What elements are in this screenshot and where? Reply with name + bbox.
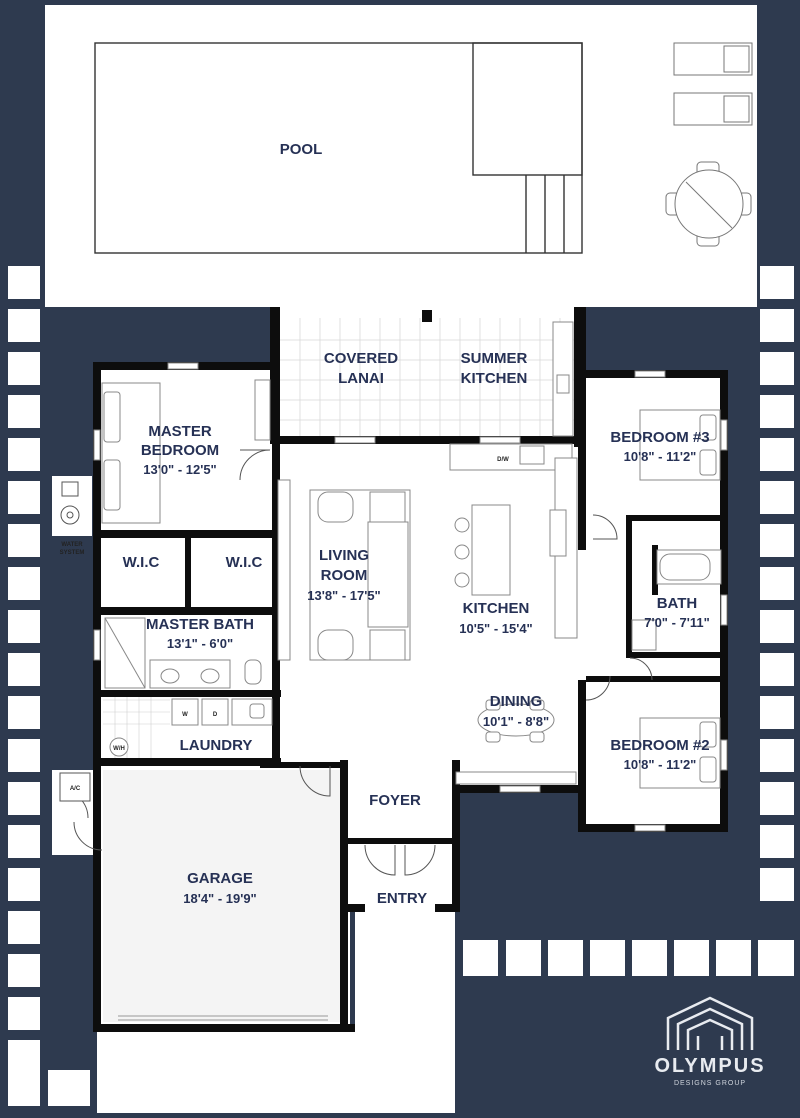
garage-dims: 18'4" - 19'9" [183,891,256,906]
lounge-chairs [673,42,753,126]
master-bedroom-dims: 13'0" - 12'5" [143,462,216,477]
windows [93,362,728,832]
summer-kitchen-sink [556,374,570,394]
ac-unit-icon [59,772,91,802]
summer-kitchen-label-line1: SUMMER [461,350,528,367]
master-bed [101,379,271,524]
summer-kitchen-label-line2: KITCHEN [461,370,528,387]
bedroom3-dims: 10'8" - 11'2" [624,449,697,464]
dishwasher-label: D/W [497,457,509,463]
washer-label: W [182,712,188,718]
bedroom3-bed [639,409,721,481]
logo-mark-icon [666,996,754,1050]
dryer-label: D [213,712,218,718]
logo-tagline: DESIGNS GROUP [674,1080,746,1087]
master-bath-fixtures [104,617,262,689]
lanai-tiles [280,318,580,438]
pool-deck [45,5,757,307]
water-system-label-line1: WATER [61,542,83,548]
logo-name: OLYMPUS [654,1055,765,1077]
water-system-label-line2: SYSTEM [60,550,85,556]
master-bedroom-label-line2: BEDROOM [141,442,219,459]
bath-dims: 7'0" - 7'11" [644,615,710,630]
kitchen-label: KITCHEN [463,600,530,617]
master-bedroom-label-line1: MASTER [148,423,212,440]
kitchen-fixtures [449,443,578,639]
living-room-label-line1: LIVING [319,547,369,564]
living-room-dims: 13'8" - 17'5" [307,588,380,603]
living-room-furniture [277,479,411,661]
bedroom2-label: BEDROOM #2 [610,737,709,754]
master-bath-dims: 13'1" - 6'0" [167,636,233,651]
patio-table [665,161,752,247]
pool-label: POOL [280,141,323,158]
master-bath-label: MASTER BATH [146,616,254,633]
wic-right-label: W.I.C [226,554,263,571]
bedroom2-dims: 10'8" - 11'2" [624,757,697,772]
bedroom2-bed [639,717,721,789]
laundry-label: LAUNDRY [180,737,253,754]
foyer-label: FOYER [369,792,421,809]
olympus-logo: OLYMPUS DESIGNS GROUP [654,996,765,1087]
paver-squares-bottom [463,940,794,976]
water-system-icon [60,481,80,525]
garage-door [118,1015,328,1021]
lanai-label-line1: COVERED [324,350,398,367]
ac-label: A/C [70,786,81,792]
laundry-fixtures [109,698,273,757]
bath-fixtures [631,549,722,651]
front-walk [355,910,455,1113]
doors [59,449,653,876]
dining-dims: 10'1" - 8'8" [483,714,549,729]
wic-left-label: W.I.C [123,554,160,571]
lanai-label-line2: LANAI [338,370,384,387]
pool [94,42,583,254]
entry-label: ENTRY [377,890,427,907]
bedroom3-label: BEDROOM #3 [610,429,709,446]
bath-label: BATH [657,595,698,612]
garage-label: GARAGE [187,870,253,887]
buffet-counter [455,771,577,785]
paver-squares-left [8,266,90,1106]
paver-squares-right [760,266,794,901]
living-room-label-line2: ROOM [321,567,368,584]
dining-table [477,699,555,743]
water-heater-label: W/H [113,746,125,752]
kitchen-dims: 10'5" - 15'4" [459,621,532,636]
dining-label: DINING [490,693,543,710]
garage-floor [103,770,346,1022]
